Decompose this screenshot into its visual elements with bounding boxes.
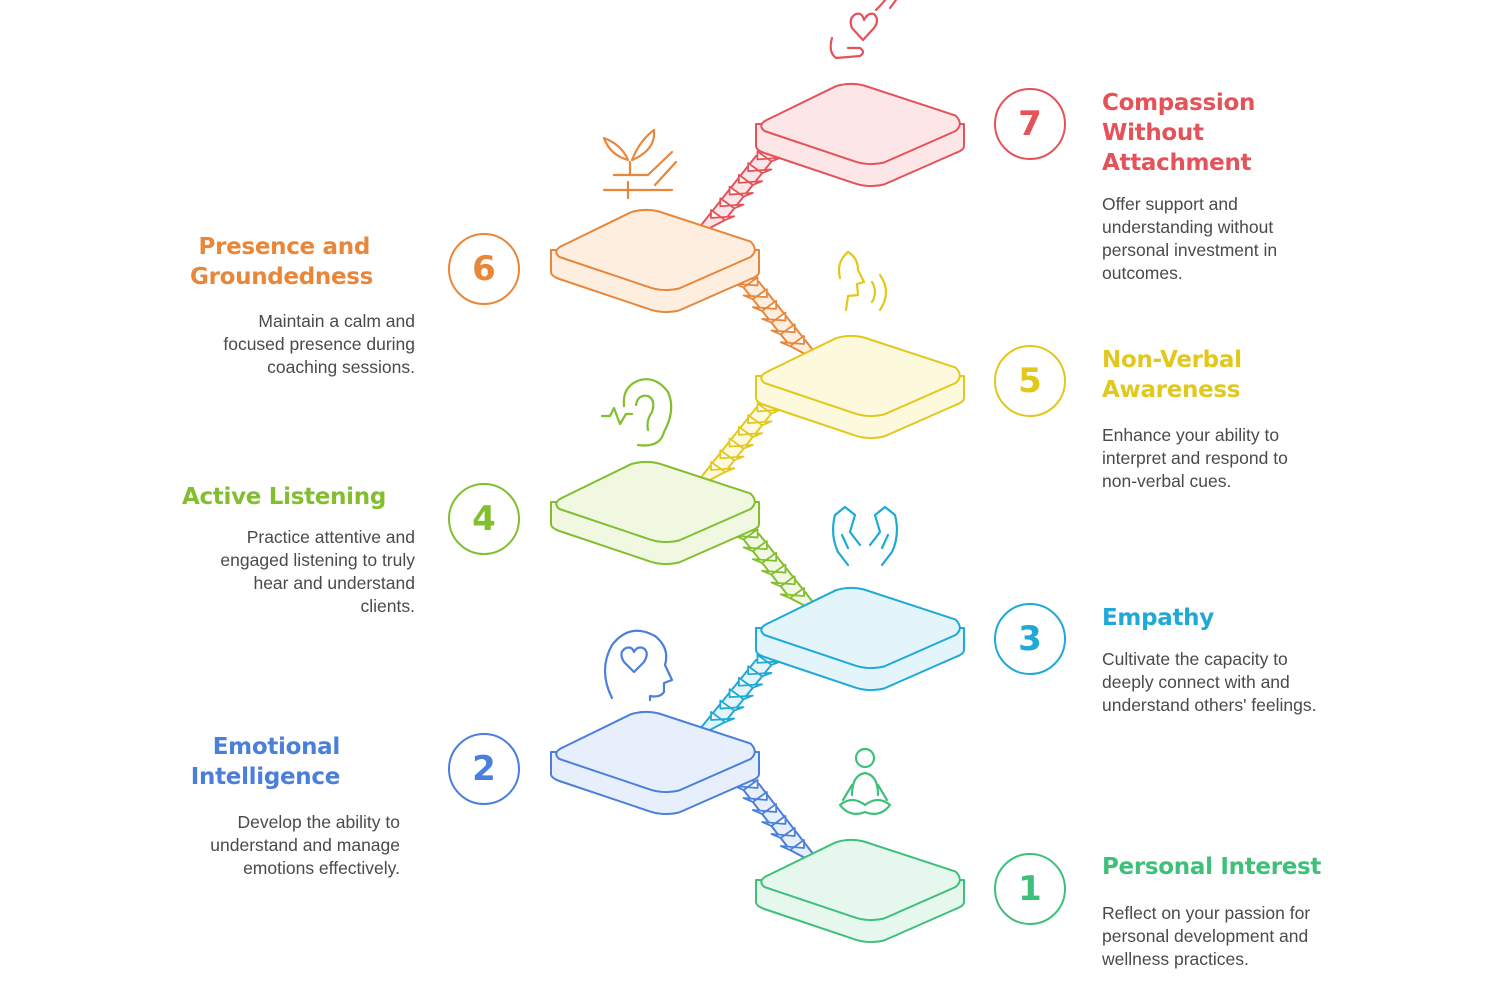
platform-7 xyxy=(755,82,965,188)
ear-sound-icon xyxy=(600,378,673,447)
sprout-hand-icon xyxy=(602,128,678,200)
hand-heart-icon xyxy=(829,0,898,60)
step-1-title: Personal Interest xyxy=(1102,854,1322,880)
step-3-number: 3 xyxy=(994,603,1066,675)
step-2-title: Emotional Intelligence xyxy=(190,734,341,790)
step-6-description: Maintain a calm and focused presence dur… xyxy=(223,311,415,377)
step-icons xyxy=(600,0,899,815)
step-5-number: 5 xyxy=(994,345,1066,417)
step-3-description: Cultivate the capacity to deeply connect… xyxy=(1102,649,1317,715)
platform-6 xyxy=(550,208,760,314)
step-6-number: 6 xyxy=(448,233,520,305)
step-3-title: Empathy xyxy=(1102,605,1214,631)
step-4-description: Practice attentive and engaged listening… xyxy=(220,527,415,616)
step-7-title: Compassion Without Attachment xyxy=(1102,90,1256,176)
step-5-title: Non-Verbal Awareness xyxy=(1102,347,1242,403)
step-1-number: 1 xyxy=(994,853,1066,925)
step-6-title: Presence and Groundedness xyxy=(190,234,374,290)
platform-3 xyxy=(755,586,965,692)
stair-flight-5-6 xyxy=(724,263,825,365)
step-4-number: 4 xyxy=(448,483,520,555)
platform-2 xyxy=(550,710,760,816)
step-1-description: Reflect on your passion for personal dev… xyxy=(1102,903,1311,969)
head-heart-icon xyxy=(603,629,674,702)
step-4-title: Active Listening xyxy=(181,484,386,510)
platform-1 xyxy=(755,838,965,944)
holding-hands-icon xyxy=(831,505,899,567)
face-soundwave-icon xyxy=(837,250,888,312)
meditation-person-icon xyxy=(838,747,892,815)
platform-4 xyxy=(550,460,760,566)
step-2-description: Develop the ability to understand and ma… xyxy=(210,812,400,878)
step-7-number: 7 xyxy=(994,88,1066,160)
step-2-number: 2 xyxy=(448,733,520,805)
step-7-description: Offer support and understanding without … xyxy=(1102,194,1278,283)
step-platforms xyxy=(550,82,965,944)
stair-flights xyxy=(690,137,825,869)
platform-5 xyxy=(755,334,965,440)
step-5-description: Enhance your ability to interpret and re… xyxy=(1102,425,1288,491)
